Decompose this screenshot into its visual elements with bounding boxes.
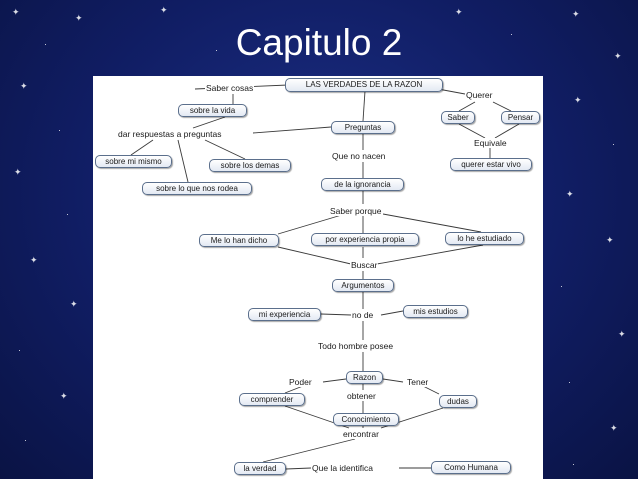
node-de-la-ignorancia: de la ignorancia: [321, 178, 404, 191]
star-icon: ✦: [75, 13, 83, 23]
link-label-querer: Querer: [465, 90, 494, 100]
link-label-que-la-identifica: Que la identifica: [311, 463, 374, 473]
star-icon: ✦: [70, 299, 78, 309]
node-me-lo-han-dicho: Me lo han dicho: [199, 234, 279, 247]
star-icon: ✦: [618, 329, 626, 339]
star-icon: ✦: [606, 235, 614, 245]
star-icon: ·: [612, 139, 615, 149]
node-comprender: comprender: [239, 393, 305, 406]
star-icon: ✦: [614, 51, 622, 61]
node-sobre-los-demas: sobre los demas: [209, 159, 291, 172]
star-icon: ·: [572, 459, 575, 469]
node-por-experiencia-propia: por experiencia propia: [311, 233, 419, 246]
star-icon: ✦: [12, 7, 20, 17]
link-label-saber-cosas: Saber cosas: [205, 83, 255, 93]
node-lo-he-estudiado: lo he estudiado: [445, 232, 524, 245]
link-label-buscar: Buscar: [350, 260, 379, 270]
concept-map: LAS VERDADES DE LA RAZON sobre la vida s…: [93, 76, 543, 479]
node-mis-estudios: mis estudios: [403, 305, 468, 318]
link-label-obtener: obtener: [346, 391, 377, 401]
star-icon: ✦: [30, 255, 38, 265]
node-la-verdad: la verdad: [234, 462, 286, 475]
link-label-poder: Poder: [288, 377, 313, 387]
star-icon: ·: [58, 125, 61, 135]
star-icon: ✦: [60, 391, 68, 401]
node-preguntas: Preguntas: [331, 121, 395, 134]
star-icon: ·: [560, 281, 563, 291]
node-como-humana: Como Humana: [431, 461, 511, 474]
star-icon: ·: [215, 45, 218, 55]
star-icon: ·: [44, 39, 47, 49]
star-icon: ·: [18, 345, 21, 355]
link-label-tener: Tener: [406, 377, 430, 387]
star-icon: ✦: [160, 5, 168, 15]
star-icon: ✦: [20, 81, 28, 91]
slide-title: Capitulo 2: [235, 22, 403, 63]
link-label-todo-hombre-posee: Todo hombre posee: [317, 341, 395, 351]
node-argumentos: Argumentos: [332, 279, 394, 292]
link-label-encontrar: encontrar: [342, 429, 380, 439]
link-label-que-no-nacen: Que no nacen: [331, 151, 387, 161]
node-sobre-mi-mismo: sobre mi mismo: [95, 155, 172, 168]
star-icon: ✦: [572, 9, 580, 19]
node-root: LAS VERDADES DE LA RAZON: [285, 78, 443, 92]
link-label-saber-porque: Saber porque: [329, 206, 383, 216]
link-label-no-de: no de: [351, 310, 375, 320]
star-icon: ✦: [610, 423, 618, 433]
node-querer-estar-vivo: querer estar vivo: [450, 158, 532, 171]
link-label-equivale: Equivale: [473, 138, 508, 148]
star-icon: ✦: [566, 189, 574, 199]
star-icon: ·: [568, 377, 571, 387]
node-mi-experiencia: mi experiencia: [248, 308, 321, 321]
node-pensar: Pensar: [501, 111, 540, 124]
star-icon: ·: [510, 29, 513, 39]
star-icon: ·: [24, 435, 27, 445]
node-sobre-la-vida: sobre la vida: [178, 104, 247, 117]
node-razon: Razon: [346, 371, 383, 384]
node-conocimiento: Conocimiento: [333, 413, 399, 426]
star-icon: ✦: [455, 7, 463, 17]
star-icon: ✦: [14, 167, 22, 177]
star-icon: ✦: [574, 95, 582, 105]
link-label-dar-respuestas: dar respuestas a preguntas: [117, 129, 223, 139]
node-sobre-lo-que-nos-rodea: sobre lo que nos rodea: [142, 182, 252, 195]
node-dudas: dudas: [439, 395, 477, 408]
star-icon: ·: [66, 209, 69, 219]
node-saber: Saber: [441, 111, 475, 124]
